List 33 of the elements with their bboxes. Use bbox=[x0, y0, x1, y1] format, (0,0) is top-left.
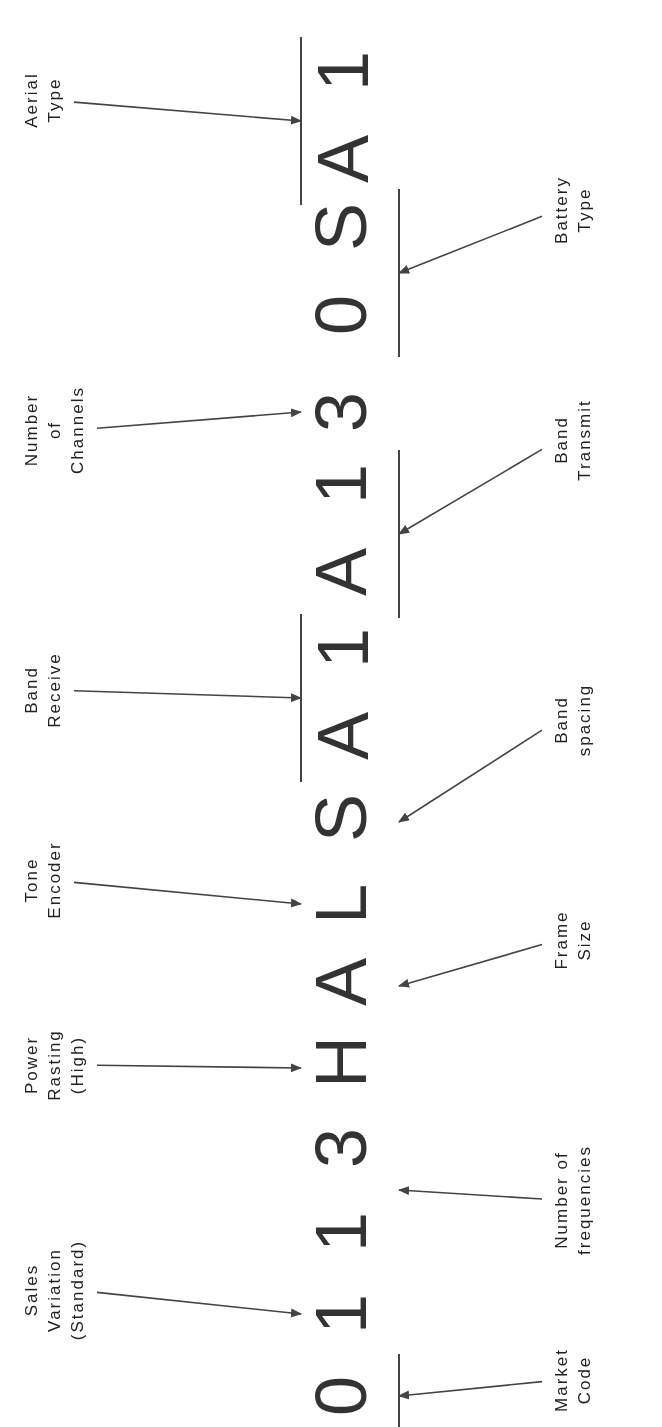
callout-label: Band Transmit bbox=[550, 399, 596, 481]
code-characters: S bbox=[300, 780, 400, 864]
code-characters: A1 bbox=[300, 614, 400, 782]
callout-label: Band Receive bbox=[20, 652, 66, 728]
code-characters: L bbox=[300, 862, 400, 946]
leader-line bbox=[73, 881, 303, 908]
leader-line bbox=[397, 943, 543, 988]
code-characters: 0S bbox=[300, 189, 400, 357]
leader-line bbox=[96, 1063, 303, 1073]
leader-line bbox=[397, 1186, 543, 1200]
callout-label: Band spacing bbox=[550, 683, 596, 757]
leader-line bbox=[73, 101, 303, 125]
callout-label: Tone Encoder bbox=[20, 841, 66, 919]
leader-line bbox=[73, 690, 303, 703]
leader-line bbox=[397, 215, 543, 274]
callout-label: Aerial Type bbox=[20, 72, 66, 128]
callout-label: Number of frequencies bbox=[550, 1145, 596, 1255]
leader-line bbox=[96, 408, 303, 429]
leader-line bbox=[96, 1291, 303, 1318]
code-characters: 0 bbox=[300, 1354, 400, 1427]
callout-label: Market Code bbox=[550, 1348, 596, 1412]
code-characters: A1 bbox=[300, 450, 400, 618]
callout-label: Battery Type bbox=[550, 176, 596, 244]
callout-label: Frame Size bbox=[550, 910, 596, 970]
code-characters: A bbox=[300, 944, 400, 1028]
callout-label: Power Rasting (High) bbox=[20, 1029, 89, 1101]
code-characters: 1 bbox=[300, 1272, 400, 1356]
callout-label: Number of Channels bbox=[20, 386, 89, 474]
leader-line bbox=[398, 729, 543, 823]
leader-line bbox=[397, 1380, 543, 1400]
code-characters: A1 bbox=[300, 37, 400, 205]
leader-line bbox=[398, 448, 543, 535]
callout-label: Sales Variation (Standard) bbox=[20, 1239, 89, 1341]
